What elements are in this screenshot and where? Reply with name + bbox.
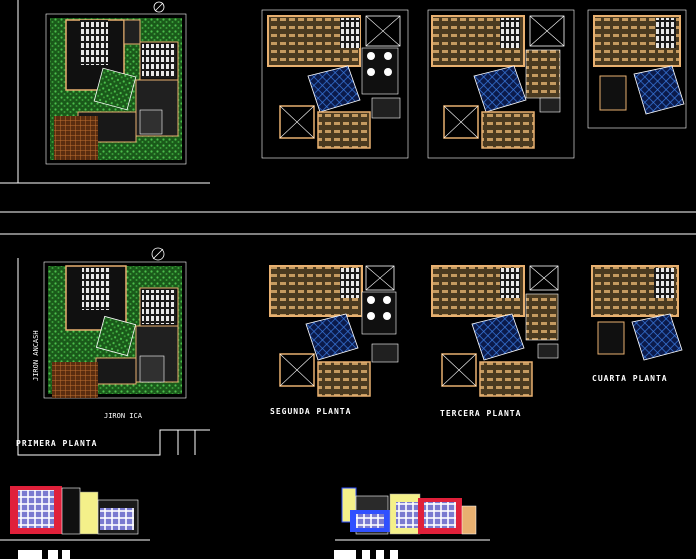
site-plan-bottom: JIRON ANCASH JIRON ICA PRIMERA PLANTA (16, 247, 210, 456)
plan-title-fourth: CUARTA PLANTA (592, 374, 668, 383)
floor-plan-third-bottom: TERCERA PLANTA (431, 265, 559, 418)
section-separators (0, 211, 696, 235)
street-label-horizontal: JIRON ICA (104, 412, 143, 420)
plan-title-second: SEGUNDA PLANTA (270, 407, 351, 416)
plan-title-first: PRIMERA PLANTA (16, 439, 97, 448)
elevation-right (334, 487, 490, 559)
floor-plan-fourth-bottom: CUARTA PLANTA (591, 265, 683, 383)
plan-title-third: TERCERA PLANTA (440, 409, 521, 418)
floor-plan-second-top (261, 9, 409, 159)
north-arrow-icon (151, 247, 165, 261)
north-arrow-icon (153, 1, 165, 13)
site-plan-top (0, 0, 210, 184)
floor-plan-second-bottom: SEGUNDA PLANTA (269, 265, 399, 416)
elevation-left (0, 486, 150, 559)
street-label-vertical: JIRON ANCASH (32, 330, 40, 381)
floor-plan-third-top (427, 9, 575, 159)
floor-plan-fourth-top (587, 9, 687, 129)
